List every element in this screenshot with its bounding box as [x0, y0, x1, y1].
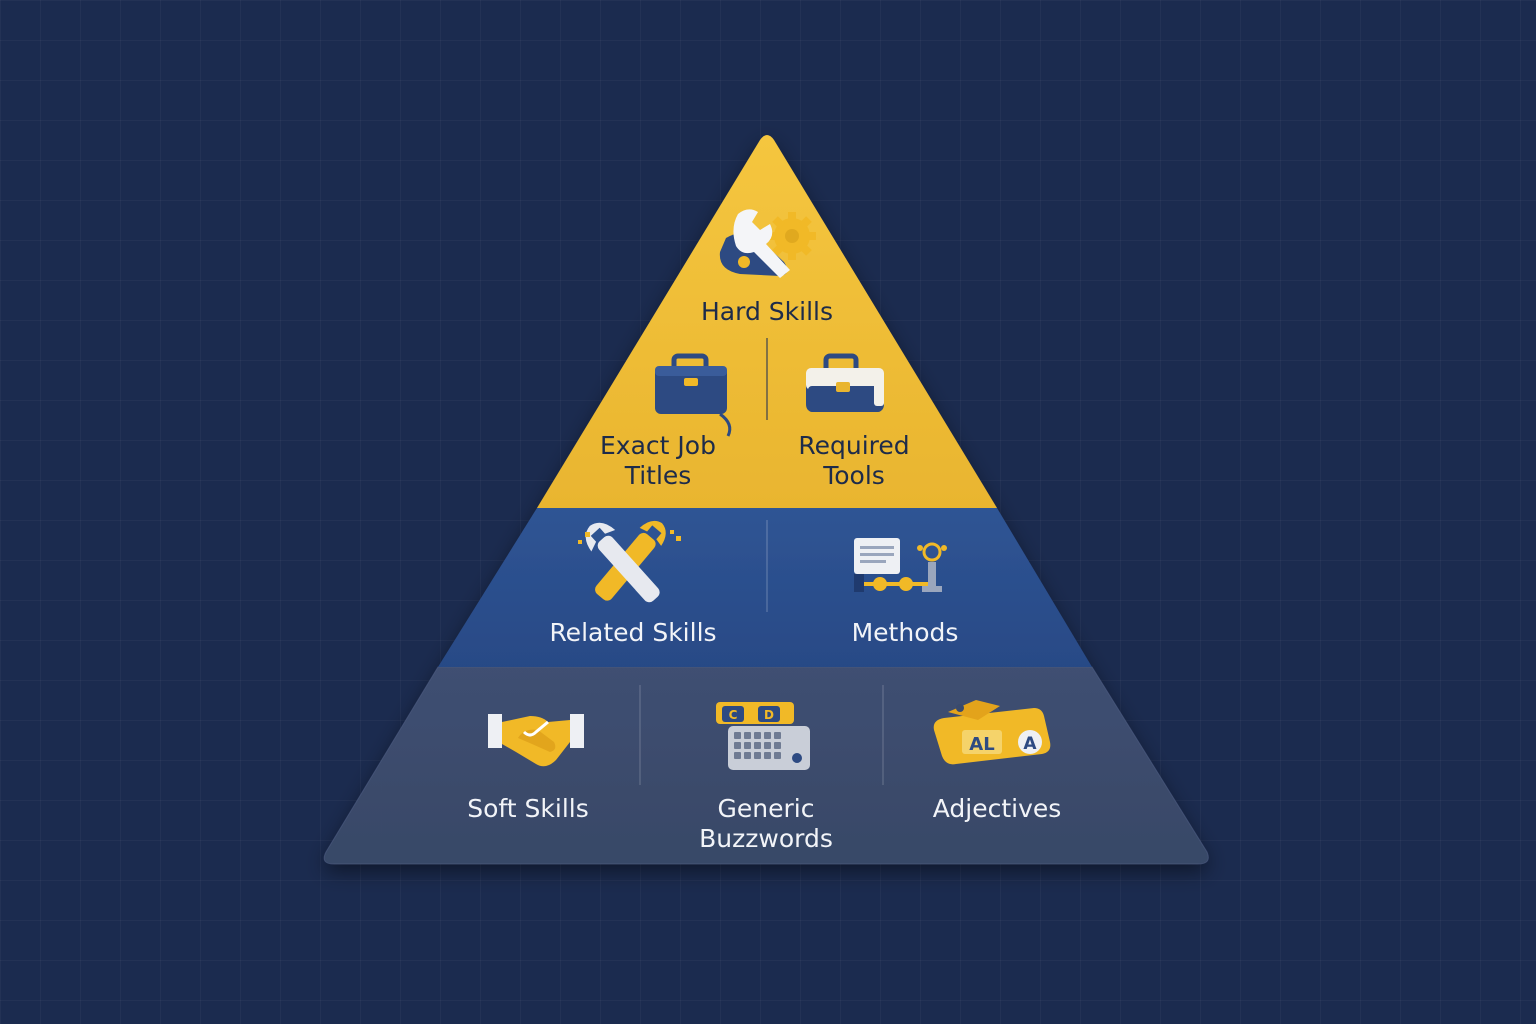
tier-label-related-skills: Related Skills — [549, 618, 717, 647]
keyboard-key — [744, 752, 751, 759]
pyramid-tier-top — [537, 135, 997, 508]
keyboard-key — [774, 752, 781, 759]
tier-label-soft-skills: Soft Skills — [467, 794, 589, 823]
adjective-tag-text: AL — [969, 734, 994, 755]
keyboard-key — [744, 742, 751, 749]
keyboard-key — [774, 732, 781, 739]
tier-label-methods: Methods — [851, 618, 959, 647]
tier-label-required-tools: Required Tools — [798, 431, 910, 490]
crossed-wrenches-icon — [578, 520, 681, 603]
keyboard-key — [734, 742, 741, 749]
wrench-gear-icon — [719, 209, 816, 278]
adjective-tag-text: A — [1023, 734, 1037, 754]
keyboard-key — [734, 732, 741, 739]
briefcase-icon — [655, 353, 732, 437]
buzz-tag-text: D — [764, 708, 774, 722]
keyboard-key — [754, 742, 761, 749]
word-tags-icon: AL A — [933, 700, 1051, 765]
tier-label-hard-skills: Hard Skills — [701, 297, 833, 326]
keyboard-key — [744, 732, 751, 739]
keyboard-key — [754, 752, 761, 759]
keyboard-key — [734, 752, 741, 759]
keyboard-tags-icon: C D — [716, 702, 810, 770]
toolbag-icon — [806, 353, 884, 412]
tier-label-exact-job-titles: Exact Job Titles — [600, 431, 716, 490]
keyboard-key — [764, 742, 771, 749]
keyboard-key — [754, 732, 761, 739]
keyboard-key — [764, 752, 771, 759]
tier-label-adjectives: Adjectives — [932, 794, 1062, 823]
process-chart-icon — [854, 538, 947, 592]
handshake-icon — [488, 714, 584, 767]
tier-label-generic-buzzwords: Generic Buzzwords — [699, 794, 833, 853]
keyboard-key — [774, 742, 781, 749]
keyboard-key — [764, 732, 771, 739]
buzz-tag-text: C — [729, 708, 738, 722]
